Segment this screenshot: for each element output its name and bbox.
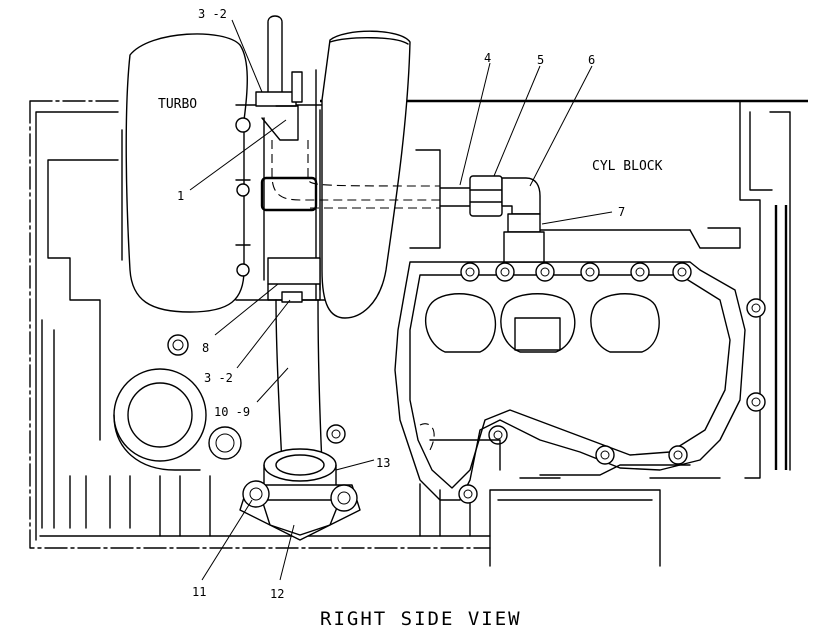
callout-8: 8	[202, 341, 209, 355]
callout-10-9: 10 -9	[214, 405, 250, 419]
callout-3-2-top: 3 -2	[198, 7, 227, 21]
component-labels: TURBO CYL BLOCK	[158, 97, 663, 174]
view-title: RIGHT SIDE VIEW	[320, 608, 522, 630]
callout-11: 11	[192, 585, 206, 599]
manifold-bolts	[326, 262, 766, 504]
callout-6: 6	[588, 53, 595, 67]
label-cyl-block: CYL BLOCK	[592, 159, 663, 174]
callout-4: 4	[484, 51, 491, 65]
callout-3-2-bottom: 3 -2	[204, 371, 233, 385]
callout-numbers: 3 -2 1 4 5 6 7 8 3 -2 10 -9 13 11 12	[177, 7, 625, 601]
callout-5: 5	[537, 53, 544, 67]
callout-1: 1	[177, 189, 184, 203]
block-bores	[113, 334, 242, 471]
exhaust-manifold	[326, 261, 766, 504]
oil-supply-line-fittings	[439, 175, 545, 263]
callout-leaders	[189, 19, 613, 581]
callout-12: 12	[270, 587, 284, 601]
oil-drain-tube	[239, 299, 361, 541]
turbocharger	[121, 15, 441, 319]
callout-13: 13	[376, 456, 390, 470]
callout-7: 7	[618, 205, 625, 219]
label-turbo: TURBO	[158, 97, 197, 112]
